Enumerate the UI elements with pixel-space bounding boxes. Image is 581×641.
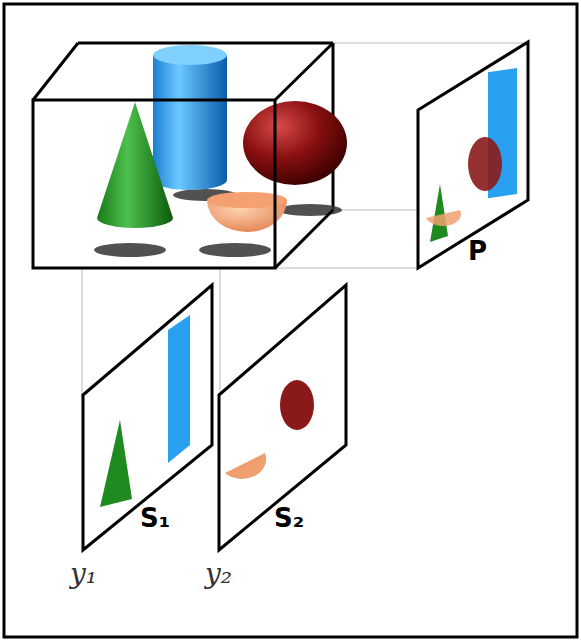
projection-panel: S₁ [83,285,213,551]
panel-outline [418,42,529,270]
projected-shape [100,420,132,507]
cone [97,102,173,228]
projected-shape [426,210,461,226]
outer-frame [4,4,577,637]
box-front-edges [33,43,333,268]
projected-shape [430,184,448,242]
projected-shape [225,453,266,479]
panel-label: P [468,238,487,264]
projected-shape [280,380,314,430]
projected-shape [168,315,190,463]
axis-label: y₂ [205,560,232,588]
projected-shape [468,137,502,191]
axis-label: y₁ [70,560,97,588]
projection-panel: S₂ [219,285,347,551]
panel-label: S₂ [274,505,304,531]
projection-panel: P [418,42,529,270]
sphere [243,101,347,185]
cylinder [153,45,227,190]
panel-label: S₁ [140,505,170,531]
